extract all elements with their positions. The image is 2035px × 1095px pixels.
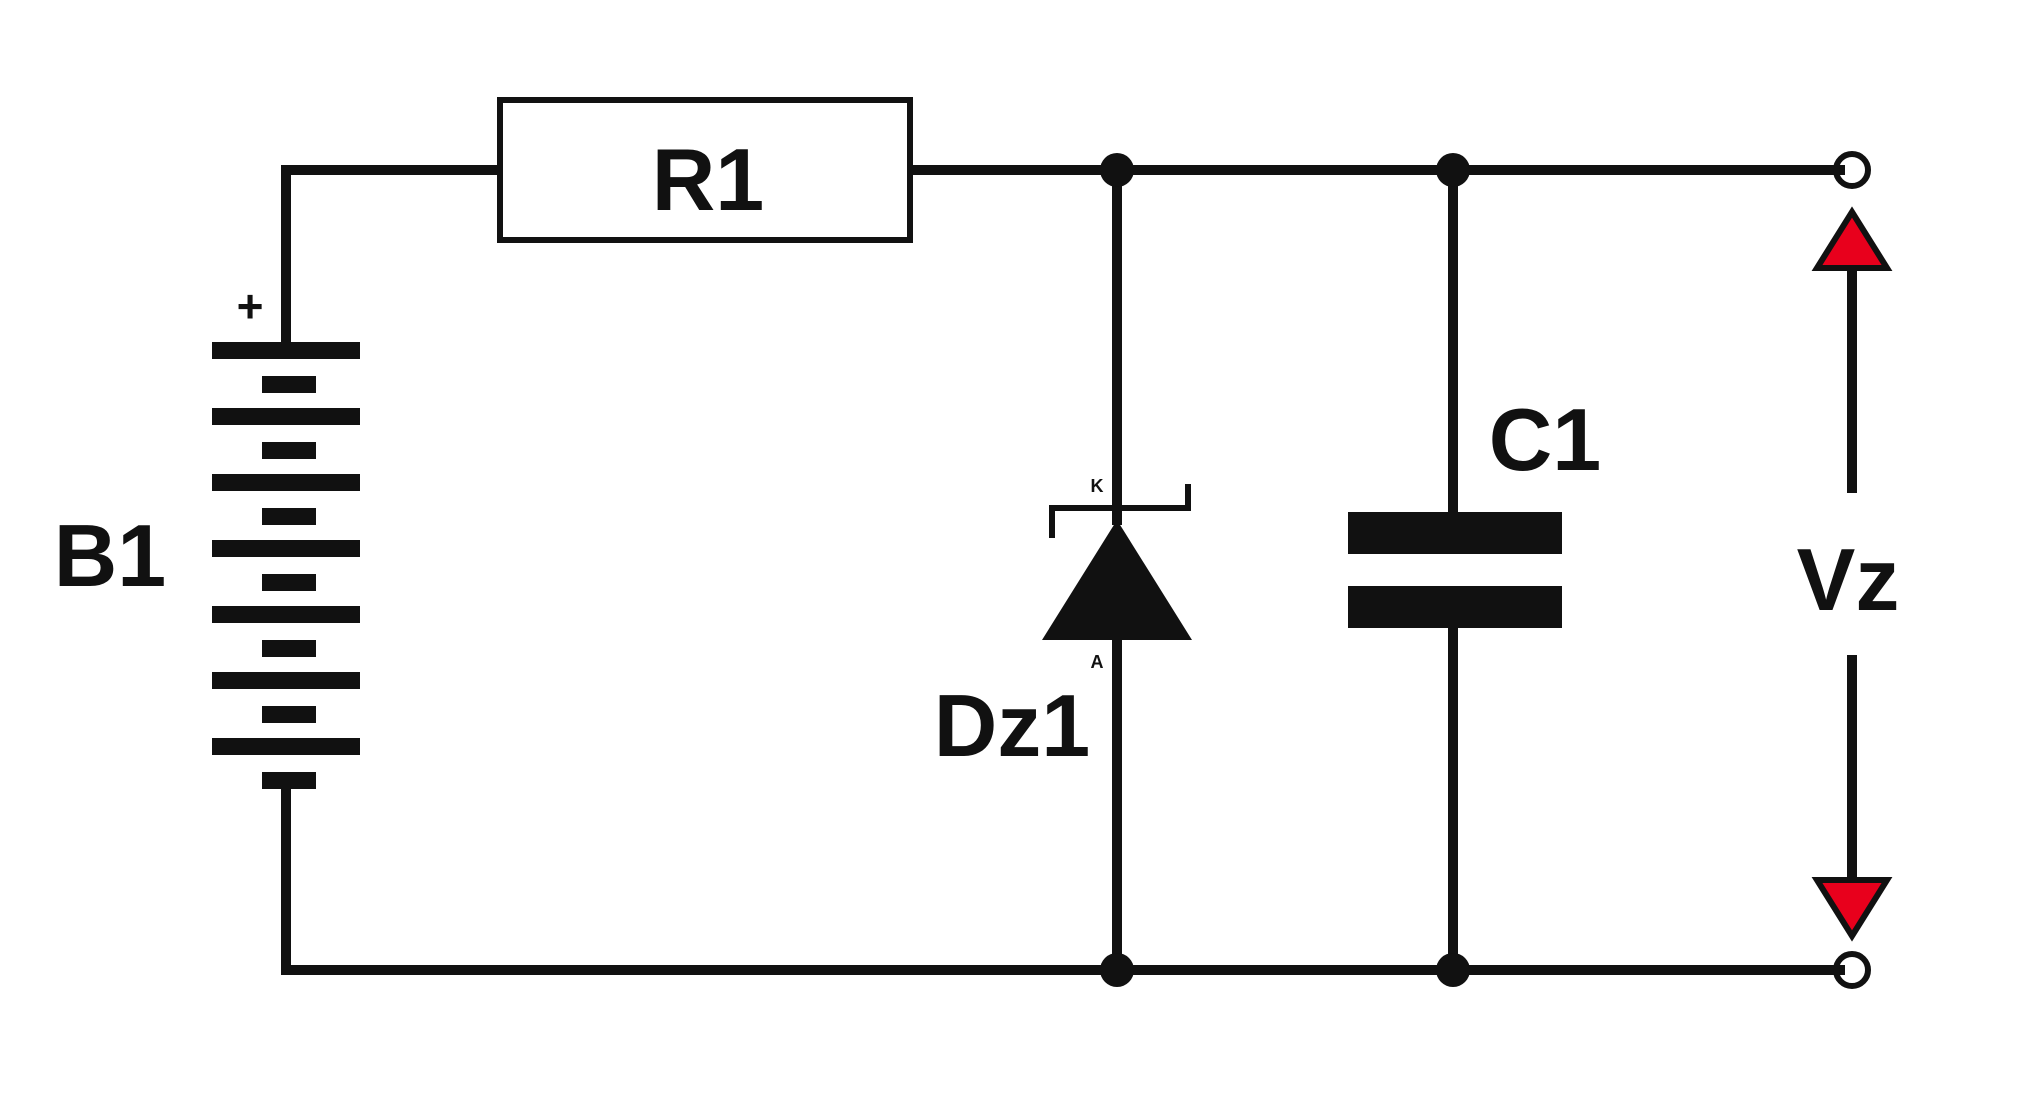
junction-dot [1436, 953, 1470, 987]
zener-anode-label: A [1091, 652, 1104, 672]
battery-cell-short-plate [262, 772, 316, 789]
wire-battery-to-resistor [281, 165, 505, 347]
battery-cell-long-plate [212, 474, 360, 491]
capacitor-bottom-plate [1348, 586, 1562, 628]
battery-plus-sign: + [237, 280, 264, 332]
capacitor-top-plate [1348, 512, 1562, 554]
zener-triangle [1042, 520, 1192, 640]
output-terminals [1833, 151, 1871, 989]
wires [281, 165, 1845, 975]
battery-cell-long-plate [212, 540, 360, 557]
vz-arrow-head-down [1811, 877, 1893, 942]
resistor-label: R1 [652, 130, 765, 229]
zener-cathode-label: K [1091, 476, 1104, 496]
battery-cell-short-plate [262, 376, 316, 393]
battery-cell-long-plate [212, 606, 360, 623]
battery-cell-short-plate [262, 706, 316, 723]
zener-diode-dz1 [1042, 484, 1192, 640]
junctions [1100, 153, 1470, 987]
resistor-r1 [497, 97, 913, 243]
battery-cell-long-plate [212, 672, 360, 689]
battery-b1 [212, 342, 360, 789]
battery-cell-short-plate [262, 442, 316, 459]
battery-label: B1 [54, 506, 167, 605]
junction-dot [1100, 153, 1134, 187]
battery-cell-short-plate [262, 574, 316, 591]
vz-arrow-head-up [1811, 206, 1893, 271]
output-voltage-label: Vz [1797, 530, 1900, 629]
battery-cell-long-plate [212, 408, 360, 425]
battery-cell-short-plate [262, 508, 316, 525]
battery-cell-short-plate [262, 640, 316, 657]
battery-cell-long-plate [212, 342, 360, 359]
junction-dot [1100, 953, 1134, 987]
capacitor-label: C1 [1489, 390, 1602, 489]
output-terminal-top [1833, 151, 1871, 189]
zener-label: Dz1 [934, 676, 1091, 775]
battery-cell-long-plate [212, 738, 360, 755]
output-terminal-bottom [1833, 951, 1871, 989]
zener-cathode-bar [1049, 484, 1191, 538]
wire-bottom-rail [281, 785, 1845, 975]
junction-dot [1436, 153, 1470, 187]
capacitor-c1 [1348, 512, 1562, 628]
output-voltage-indicator [1811, 206, 1893, 942]
